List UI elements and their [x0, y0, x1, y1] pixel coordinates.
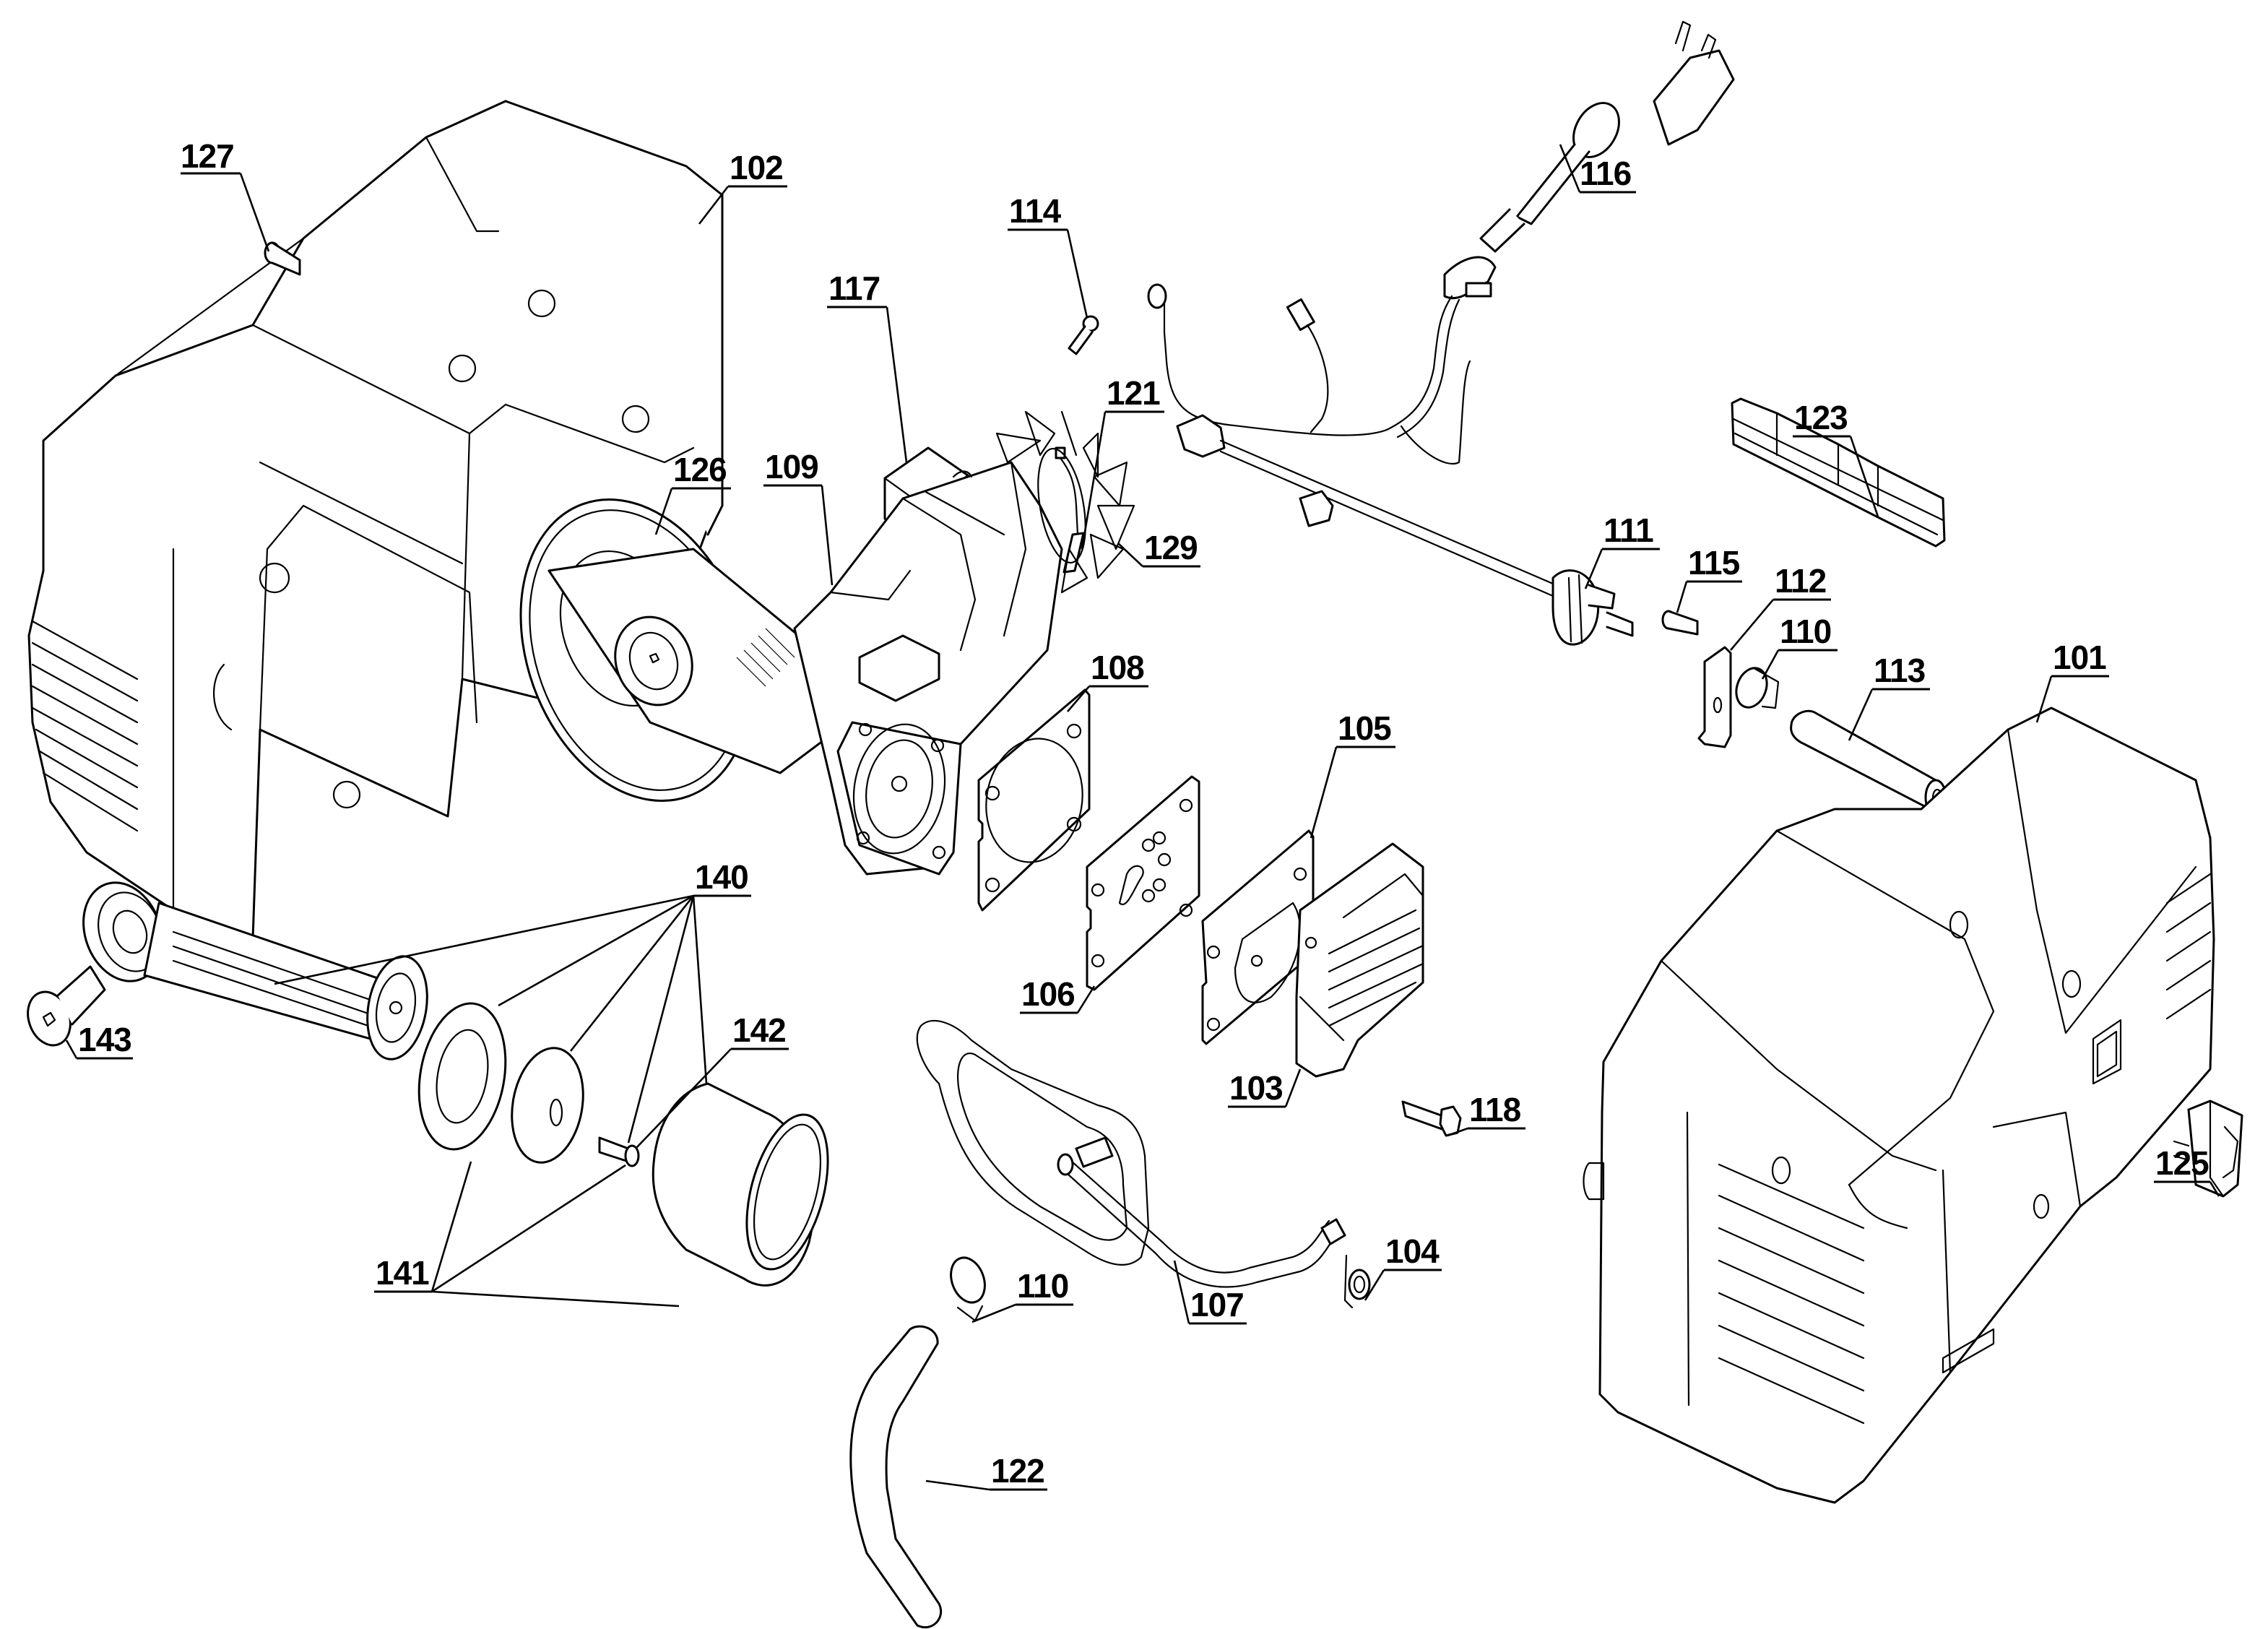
callout-129: 129: [1117, 529, 1200, 568]
part-142-screw: [598, 1136, 640, 1167]
callout-111: 111: [1584, 511, 1660, 589]
callout-label-126: 126: [673, 451, 727, 488]
part-108-gasket: [977, 688, 1091, 912]
callout-123: 123: [1793, 399, 1879, 517]
housing-side-vent-slots: [2165, 873, 2212, 1020]
callout-label-102: 102: [730, 149, 783, 186]
callout-label-127: 127: [181, 137, 234, 175]
part-116-power-cord: [1147, 20, 1735, 464]
callout-label-143: 143: [78, 1021, 131, 1058]
part-106-valve-plate: [1086, 775, 1200, 991]
housing-vent-slots: [31, 620, 139, 832]
callout-label-118: 118: [1469, 1091, 1521, 1128]
callout-122: 122: [925, 1452, 1047, 1491]
callout-label-104: 104: [1385, 1232, 1440, 1270]
part-111-pressure-switch: [1176, 414, 1634, 646]
callout-141: 141: [374, 1161, 680, 1308]
callout-117: 117: [827, 269, 908, 463]
callout-101: 101: [2035, 639, 2109, 723]
callout-140: 140: [274, 858, 751, 1144]
callout-label-142: 142: [732, 1011, 786, 1049]
callout-label-141: 141: [376, 1254, 429, 1292]
callout-108: 108: [1067, 649, 1148, 712]
callout-104: 104: [1364, 1232, 1442, 1301]
callout-113: 113: [1848, 652, 1930, 741]
callout-label-107: 107: [1190, 1286, 1244, 1323]
callout-label-101: 101: [2053, 639, 2106, 676]
part-125-rocker-switch: [2173, 1099, 2243, 1198]
callout-127: 127: [181, 137, 270, 252]
part-103-cylinder-head: [1295, 842, 1424, 1078]
callout-116: 116: [1559, 144, 1636, 194]
part-118-bolt: [1401, 1100, 1462, 1137]
callout-125: 125: [2154, 1144, 2220, 1197]
part-127-screw: [264, 241, 301, 276]
callout-142: 142: [635, 1011, 789, 1149]
callout-label-115: 115: [1688, 544, 1740, 582]
part-122-hose: [849, 1325, 943, 1629]
callout-label-121: 121: [1107, 374, 1160, 412]
callout-label-111: 111: [1603, 511, 1653, 549]
callout-label-122: 122: [991, 1452, 1044, 1490]
callout-label-123: 123: [1794, 399, 1848, 436]
callout-label-116: 116: [1580, 155, 1631, 192]
part-115-screw: [1661, 610, 1699, 636]
callout-label-105: 105: [1338, 709, 1391, 747]
callout-143: 143: [65, 1021, 133, 1060]
part-123-handle-insert: [1731, 397, 1946, 548]
callouts: 127 102 114 117 116 121: [65, 137, 2220, 1491]
callout-109: 109: [763, 448, 834, 586]
housing-front-vent-slots: [1718, 1163, 1865, 1425]
part-112-bracket: [1697, 646, 1732, 748]
part-129-cooling-fan: [995, 410, 1135, 594]
part-110-hose-clamp-bottom: [950, 1256, 986, 1322]
part-126-pulley-belt: [519, 498, 839, 802]
part-110-hose-clamp-top: [1735, 667, 1780, 709]
callout-118: 118: [1447, 1091, 1525, 1137]
callout-112: 112: [1730, 562, 1831, 651]
part-109-motor-pump-assembly: [793, 461, 1063, 876]
callout-label-112: 112: [1775, 562, 1826, 600]
callout-102: 102: [698, 149, 787, 225]
callout-105: 105: [1310, 709, 1395, 839]
callout-110-top: 110: [1761, 613, 1838, 680]
part-113-tube: [1790, 709, 1947, 816]
part-114-screw: [1068, 315, 1099, 355]
callout-label-110-bottom: 110: [1017, 1267, 1068, 1305]
callout-label-106: 106: [1021, 975, 1075, 1013]
part-101-front-housing: [1583, 707, 2215, 1504]
callout-110-bottom: 110: [971, 1267, 1073, 1323]
callout-label-109: 109: [765, 448, 818, 485]
callout-label-110-top: 110: [1780, 613, 1831, 650]
callout-label-114: 114: [1009, 192, 1062, 230]
callout-label-103: 103: [1229, 1069, 1283, 1107]
callout-103: 103: [1228, 1068, 1302, 1108]
callout-label-108: 108: [1091, 649, 1144, 686]
part-104-spring-clip: [1343, 1254, 1371, 1309]
callout-106: 106: [1020, 975, 1096, 1014]
callout-126: 126: [654, 451, 731, 535]
callout-label-140: 140: [695, 858, 748, 896]
callout-107: 107: [1173, 1260, 1247, 1325]
callout-label-113: 113: [1874, 652, 1925, 689]
callout-121: 121: [1081, 374, 1164, 550]
callout-label-117: 117: [828, 269, 880, 307]
part-140-connecting-rod: [82, 881, 428, 1060]
part-143-screw: [27, 965, 106, 1047]
callout-115: 115: [1676, 544, 1742, 613]
part-141-piston-parts: [417, 1002, 829, 1287]
part-107-outlet-tube: [916, 1019, 1346, 1288]
callout-label-125: 125: [2155, 1144, 2209, 1182]
part-102-rear-housing: [27, 100, 724, 941]
callout-label-129: 129: [1144, 529, 1198, 566]
callout-114: 114: [1008, 192, 1088, 319]
